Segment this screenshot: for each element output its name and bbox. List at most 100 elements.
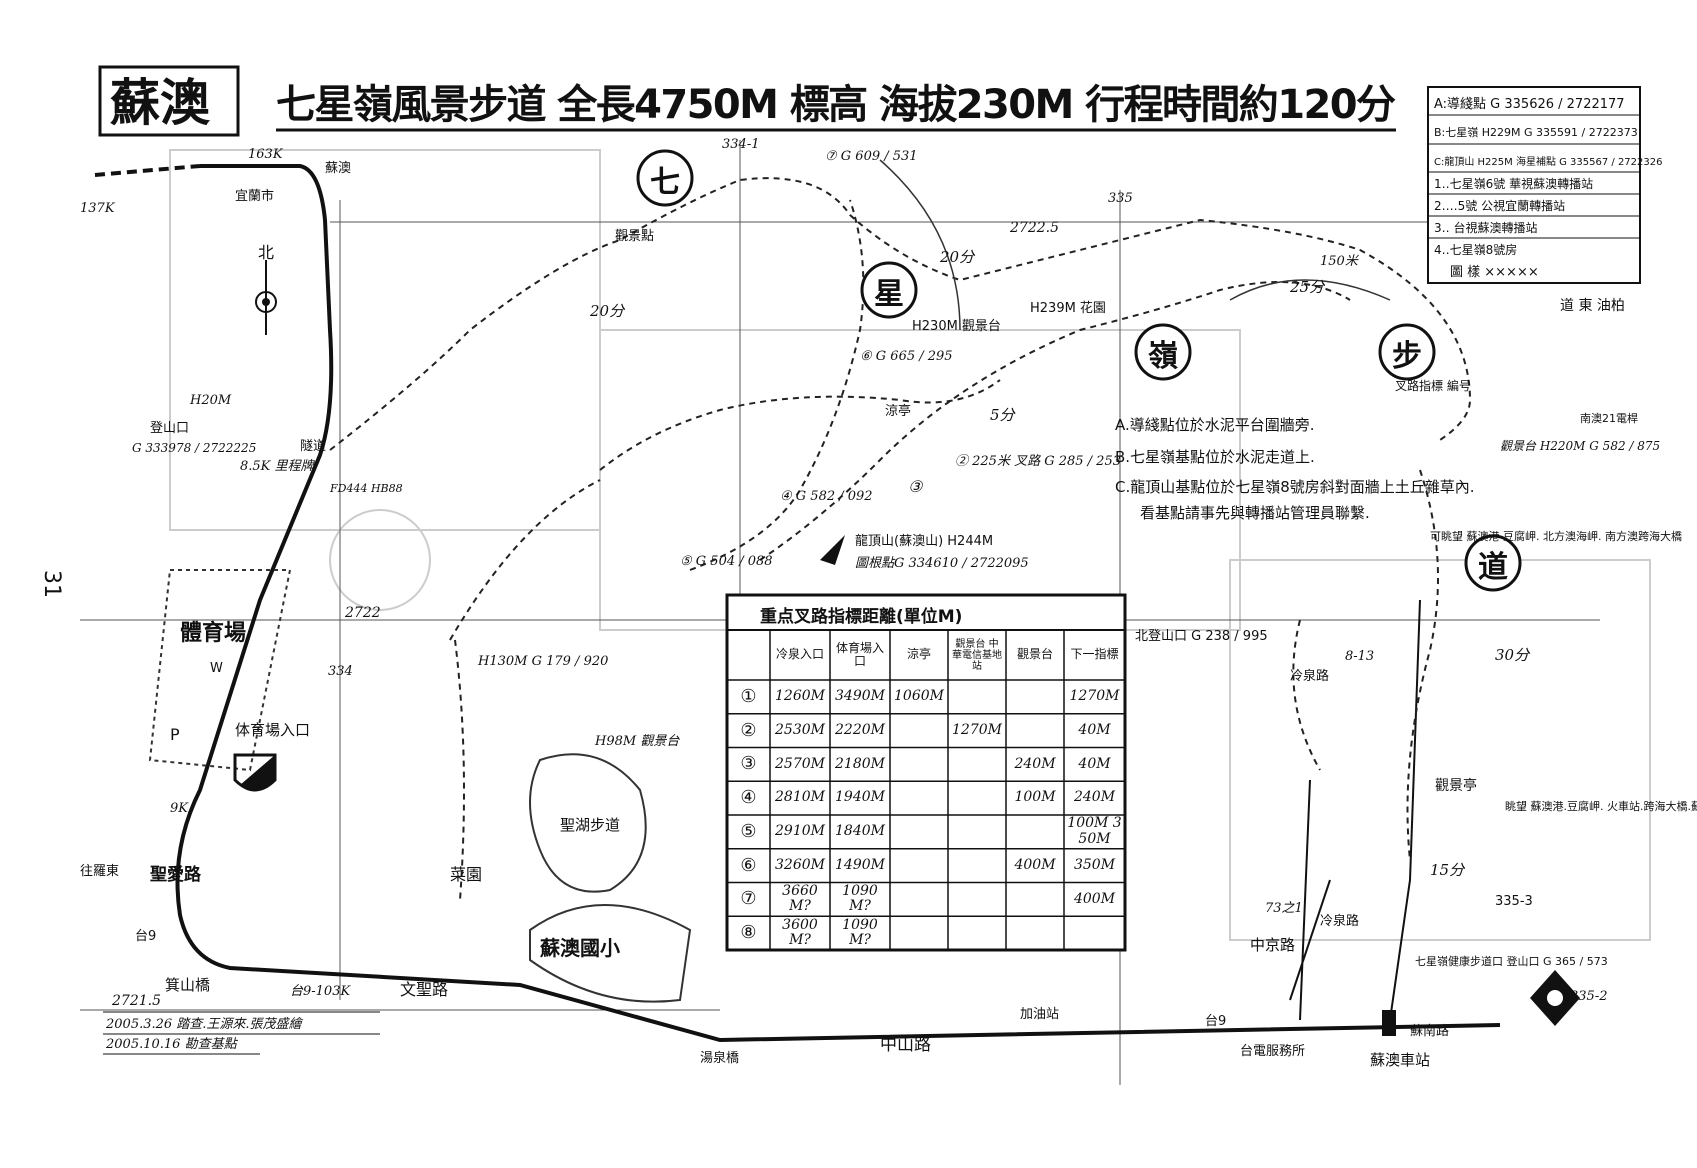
grid-label: 2721.5 xyxy=(111,993,161,1009)
table-title: 重点叉路指標距離(單位M) xyxy=(760,606,962,627)
note-c2: 看基點請事先與轉播站管理員聯繫. xyxy=(1140,504,1370,522)
table-cell-box: ② xyxy=(740,719,757,741)
table-cell: 40M xyxy=(1078,721,1111,738)
table-cell-box: 2180M xyxy=(835,755,885,772)
table-cell: 1260M xyxy=(775,688,825,705)
table-cell-box xyxy=(891,715,947,747)
roads xyxy=(94,164,1501,1043)
legend-row: A:導綫點 G 335626 / 2722177 xyxy=(1434,97,1625,112)
label-r334: 334 xyxy=(328,664,353,679)
label-longding-g: 圖根點G 334610 / 2722095 xyxy=(855,556,1029,571)
table-cell xyxy=(949,749,1005,781)
note-c: C.龍頂山基點位於七星嶺8號房斜對面牆上土丘雜草內. xyxy=(1115,478,1475,496)
table-cell: 1490M xyxy=(835,856,885,873)
table-cell-box: 1840M xyxy=(835,824,885,839)
label-viewpoint-top: 觀景點 xyxy=(615,229,654,244)
table-cell-box: ⑧ xyxy=(740,923,756,943)
label-fd: FD444 HB88 xyxy=(329,482,403,495)
label-stadium: 體育場 xyxy=(180,620,246,646)
label-g2: ② 225米 叉路 G 285 / 253 xyxy=(955,454,1121,469)
table-cell-box xyxy=(891,917,947,949)
table-cell: 3660M? xyxy=(782,883,818,915)
table-cell xyxy=(1007,816,1063,848)
marker-xing: 星 xyxy=(874,277,904,312)
label-garden: 菜園 xyxy=(450,865,482,884)
table-cell-box: ③ xyxy=(740,754,756,774)
label-g5: ⑤ G 504 / 088 xyxy=(680,554,773,569)
label-gas: 加油站 xyxy=(1020,1007,1059,1022)
grid-label: 2722 xyxy=(344,605,381,621)
table-header: 体育場入口 xyxy=(835,640,884,668)
table-header: 下一指標 xyxy=(1070,647,1119,662)
table-cell-box: 1090M? xyxy=(842,884,878,915)
table-cell xyxy=(1007,884,1063,916)
label-hotspring: 湯泉橋 xyxy=(700,1050,739,1066)
credits: 2005.3.26 踏查.王源來.張茂盛繪 2005.10.16 勘查基點 xyxy=(103,1011,380,1055)
legend-row: 3‥ 台視蘇澳轉播站 xyxy=(1434,220,1537,235)
label-fork1: 叉路指標 編号 xyxy=(1395,378,1471,393)
page-number: 31 xyxy=(39,570,64,598)
label-g7: ⑦ G 609 / 531 xyxy=(825,149,918,164)
table-cell: 3490M xyxy=(835,688,885,705)
table-cell-box: 100M 350M xyxy=(1067,816,1122,847)
label-h239: H239M 花園 xyxy=(1030,300,1106,316)
legend-row: C:龍頂山 H225M 海星補點 G 335567 / 2722326 xyxy=(1434,155,1663,168)
table-cell-box: ⑥ xyxy=(740,855,756,875)
triangulation-point-icon xyxy=(820,535,845,565)
table-header xyxy=(728,631,769,679)
label-lengquan2: 冷泉路 xyxy=(1320,913,1359,929)
label-9k: 9K xyxy=(170,801,189,816)
label-nanfang: 南澳21電桿 xyxy=(1580,411,1638,425)
table-cell: 2180M xyxy=(835,755,885,772)
table-cell-box: 400M xyxy=(1014,857,1055,872)
table-cell: 100M 350M xyxy=(1067,816,1122,847)
table-cell-box: 下一指標 xyxy=(1070,647,1119,662)
table-cell: 2220M xyxy=(835,721,885,738)
table-cell: 1090M? xyxy=(842,917,878,949)
label-lake: 聖湖步道 xyxy=(560,816,620,834)
legend-row: 圖 樣 ××××× xyxy=(1450,265,1539,280)
marker-qi: 七 xyxy=(650,165,680,200)
table-cell: 1270M xyxy=(952,721,1002,738)
table-cell-box: 3660M? xyxy=(782,883,818,915)
distance-table: 重点叉路指標距離(單位M) 冷泉入口体育場入口涼亭觀景台 中華電信基地站觀景台下… xyxy=(725,593,1127,952)
table-cell-box: 涼亭 xyxy=(907,648,931,661)
table-cell-box: 2570M xyxy=(775,756,825,771)
table-cell-box: 2220M xyxy=(835,721,885,738)
label-15: 15分 xyxy=(1430,861,1466,879)
label-viewpoint-pav: 觀景亭 xyxy=(1435,777,1477,794)
table-cell-box: 1940M xyxy=(835,789,885,806)
table-cell: ② xyxy=(740,719,757,741)
table-cell-box xyxy=(1007,715,1063,747)
table-cell-box: ① xyxy=(740,687,756,707)
table-cell-box: 觀景台 xyxy=(1017,648,1053,661)
legend-row: 4‥七星嶺8號房 xyxy=(1434,242,1517,257)
note-a: A.導綫點位於水泥平台圍牆旁. xyxy=(1115,416,1315,434)
table-cell xyxy=(949,917,1005,949)
credit-line: 2005.10.16 勘查基點 xyxy=(105,1037,239,1052)
table-cell-box: ⑤ xyxy=(740,822,756,842)
label-r9k: 台9-103K xyxy=(290,984,351,999)
label-g4: ④ G 582 / 092 xyxy=(780,489,873,504)
label-r3352: 335-2 xyxy=(1570,989,1607,1004)
label-w: W xyxy=(210,661,223,676)
table-cell: 1940M xyxy=(835,789,885,806)
table-cell xyxy=(891,782,947,814)
label-to-luodong: 往羅東 xyxy=(80,863,119,879)
table-cell-box: 240M xyxy=(1074,790,1115,805)
table-cell xyxy=(1007,715,1063,747)
table-cell-box: 40M xyxy=(1078,721,1111,738)
label-taipower: 台電服務所 xyxy=(1240,1044,1305,1059)
marker-dao: 道 xyxy=(1478,550,1508,585)
table-cell xyxy=(891,816,947,848)
label-g6: ⑥ G 665 / 295 xyxy=(860,349,953,364)
table-cell: 2530M xyxy=(775,721,825,738)
trail-name-markers: 七 星 嶺 步 道 xyxy=(636,149,1522,592)
label-h98: H98M 觀景台 xyxy=(594,734,680,749)
table-cell-box: 400M xyxy=(1074,891,1115,906)
label-g3: ③ xyxy=(908,477,924,496)
table-cell-box xyxy=(891,816,947,848)
table-cell-box: 1270M xyxy=(1070,689,1120,704)
table-cell-box: 3490M xyxy=(835,688,885,705)
map-title: 七星嶺風景步道 全長4750M 標高 海拔230M 行程時間約120分 xyxy=(276,82,1396,128)
